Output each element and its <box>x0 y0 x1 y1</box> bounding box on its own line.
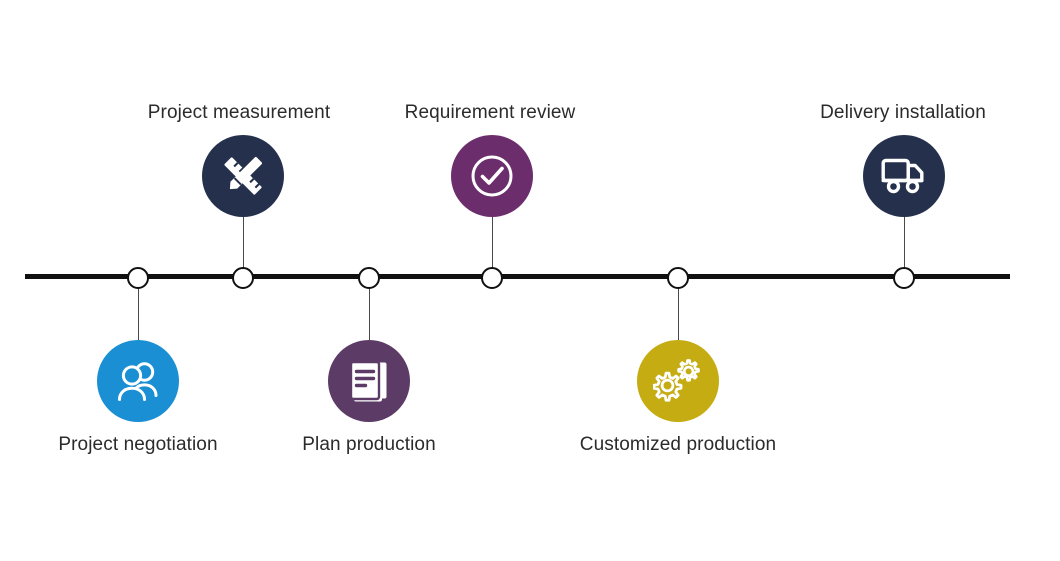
connector-stem-5 <box>677 283 679 344</box>
timeline-node-3[interactable] <box>358 267 380 289</box>
timeline-axis <box>25 274 1010 279</box>
timeline-node-4[interactable] <box>481 267 503 289</box>
users-group-icon <box>113 359 163 403</box>
step-caption-4: Requirement review <box>404 102 576 123</box>
timeline-node-5[interactable] <box>667 267 689 289</box>
step-icon-bubble-customized-production[interactable] <box>637 340 719 422</box>
documents-icon <box>346 358 392 404</box>
delivery-truck-icon <box>880 155 928 197</box>
step-caption-2: Project measurement <box>147 102 331 123</box>
connector-stem-2 <box>242 217 244 273</box>
connector-stem-4 <box>491 217 493 273</box>
connector-stem-1 <box>137 283 139 344</box>
timeline-node-1[interactable] <box>127 267 149 289</box>
step-caption-6: Delivery installation <box>820 102 986 123</box>
step-icon-bubble-plan-production[interactable] <box>328 340 410 422</box>
connector-stem-3 <box>368 283 370 344</box>
pencil-ruler-icon <box>219 152 267 200</box>
gears-icon <box>653 357 703 405</box>
step-icon-bubble-project-measurement[interactable] <box>202 135 284 217</box>
timeline-node-2[interactable] <box>232 267 254 289</box>
step-icon-bubble-project-negotiation[interactable] <box>97 340 179 422</box>
step-icon-bubble-requirement-review[interactable] <box>451 135 533 217</box>
step-icon-bubble-delivery-installation[interactable] <box>863 135 945 217</box>
connector-stem-6 <box>903 217 905 273</box>
step-caption-1: Project negotiation <box>58 434 218 455</box>
step-caption-5: Customized production <box>579 434 777 455</box>
step-caption-3: Plan production <box>302 434 436 455</box>
timeline-node-6[interactable] <box>893 267 915 289</box>
check-circle-icon <box>467 151 517 201</box>
